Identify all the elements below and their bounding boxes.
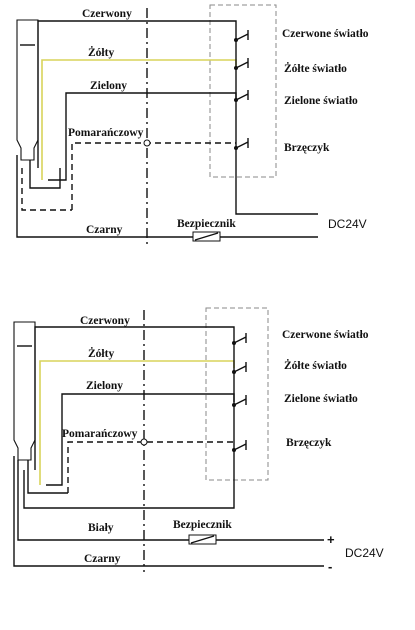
- label-green-top: Zielony: [90, 80, 127, 92]
- label-buzzer-top: Brzęczyk: [284, 142, 330, 154]
- fuse-line-top: [194, 232, 219, 241]
- label-fuse-top: Bezpiecznik: [177, 218, 236, 230]
- label-white-bottom: Biały: [88, 522, 114, 534]
- label-green-light-top: Zielone światło: [284, 95, 358, 107]
- label-yellow-light-bottom: Żółte światło: [284, 358, 347, 372]
- red-light-load-bottom: [232, 333, 247, 345]
- label-supply-top: DC24V: [328, 217, 367, 231]
- output-module-box-bottom: [205, 307, 269, 481]
- wire-orange-top: [71, 142, 236, 210]
- wire-yellow-top: [41, 59, 237, 180]
- label-yellow-light-top: Żółte światło: [284, 61, 347, 75]
- label-buzzer-bottom: Brzęczyk: [286, 437, 332, 449]
- green-light-load-bottom: [232, 395, 247, 407]
- label-yellow-bottom: Żółty: [88, 346, 114, 360]
- wire-inner-bottom: [27, 460, 68, 494]
- red-light-load-top: [234, 30, 249, 42]
- label-black-top: Czarny: [86, 224, 123, 236]
- wire-white-bottom: [17, 460, 324, 541]
- label-black-bottom: Czarny: [84, 553, 121, 565]
- common-bus-top: [235, 34, 318, 215]
- buzzer-load-bottom: [232, 440, 247, 452]
- label-red-light-top: Czerwone światło: [282, 28, 369, 40]
- wire-black-top: [16, 155, 318, 238]
- label-red-bottom: Czerwony: [80, 315, 130, 327]
- junction-dot-top: [143, 139, 151, 147]
- wire-orange-bottom: [67, 441, 234, 493]
- label-green-bottom: Zielony: [86, 380, 123, 392]
- label-supply-bottom: DC24V: [345, 546, 384, 560]
- label-green-light-bottom: Zielone światło: [284, 393, 358, 405]
- wire-yellow-bottom: [39, 360, 235, 485]
- buzzer-load-top: [234, 138, 249, 150]
- wire-orange-loop-top: [21, 168, 72, 211]
- junction-dot-bottom: [140, 438, 148, 446]
- signal-tower-bottom: [13, 321, 36, 461]
- label-fuse-bottom: Bezpiecznik: [173, 519, 232, 531]
- label-orange-top: Pomarańczowy: [68, 127, 144, 139]
- yellow-light-load-bottom: [232, 362, 247, 374]
- label-red-top: Czerwony: [82, 8, 132, 20]
- fuse-line-bottom: [190, 535, 215, 544]
- signal-tower-top: [16, 19, 39, 161]
- diagram-top: Czerwony Żółty Zielony Pomarańczowy Czar…: [16, 4, 369, 245]
- label-yellow-top: Żółty: [88, 45, 114, 59]
- label-plus-bottom: +: [327, 532, 335, 547]
- green-light-load-top: [234, 90, 249, 102]
- wire-inner-top: [29, 160, 61, 189]
- wire-red-top: [37, 20, 237, 168]
- label-minus-bottom: -: [328, 559, 332, 574]
- label-red-light-bottom: Czerwone światło: [282, 329, 369, 341]
- yellow-light-load-top: [234, 58, 249, 70]
- wire-black-bottom: [13, 456, 324, 567]
- wire-red-bottom: [34, 326, 235, 470]
- label-orange-bottom: Pomarańczowy: [62, 428, 138, 440]
- output-module-box-top: [209, 4, 277, 178]
- common-bus-bottom: [23, 338, 235, 509]
- diagram-bottom: Czerwony Żółty Zielony Pomarańczowy Biał…: [13, 307, 384, 574]
